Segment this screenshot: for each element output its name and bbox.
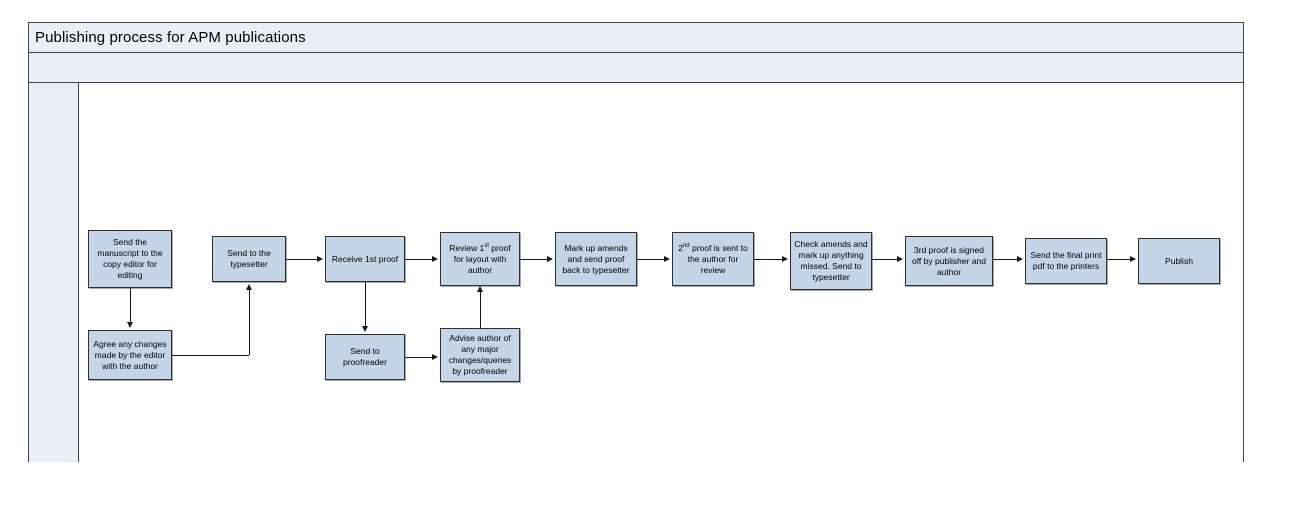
process-node-send-to-typesetter[interactable]: Send to the typesetter (212, 236, 286, 282)
process-node-publish[interactable]: Publish (1138, 238, 1220, 284)
connector-n6-n7 (480, 292, 481, 328)
process-node-review-first-proof[interactable]: Review 1st proof for layout with author (440, 232, 520, 286)
process-node-label: Send to proofreader (343, 346, 387, 367)
process-node-send-final-pdf[interactable]: Send the final print pdf to the printers (1025, 238, 1107, 284)
process-node-label: Review 1st proof for layout with author (444, 243, 516, 276)
arrowhead-n4-n5 (361, 326, 368, 332)
process-node-label: 2nd proof is sent to the author for revi… (676, 243, 750, 276)
process-node-label: Publish (1165, 255, 1193, 266)
arrowhead-n5-n6 (432, 353, 438, 360)
connector-n4-n7 (405, 259, 432, 260)
arrowhead-n12-n13 (1130, 255, 1136, 262)
ordinal-suffix: st (484, 242, 489, 249)
connector-n5-n6 (405, 357, 432, 358)
arrowhead-n10-n11 (897, 255, 903, 262)
arrowhead-n1-n2 (126, 322, 133, 328)
process-node-check-amends[interactable]: Check amends and mark up anything missed… (790, 232, 872, 290)
process-node-label: Receive 1st proof (331, 253, 399, 264)
arrowhead-n2-n3 (245, 284, 252, 290)
connector-n3-n4 (286, 259, 317, 260)
process-node-second-proof-to-author[interactable]: 2nd proof is sent to the author for revi… (672, 232, 754, 286)
process-node-third-proof-signed-off[interactable]: 3rd proof is signed off by publisher and… (905, 236, 993, 286)
process-node-agree-changes[interactable]: Agree any changes made by the editor wit… (88, 330, 172, 380)
pool-subheader-row (29, 53, 1243, 83)
connector-n1-n2 (130, 288, 131, 322)
arrowhead-n6-n7 (476, 286, 483, 292)
ordinal-suffix: nd (682, 242, 690, 249)
process-node-label: Mark up amends and send proof back to ty… (562, 242, 630, 275)
connector-n11-n12 (993, 259, 1017, 260)
connector-n4-n5 (365, 282, 366, 326)
process-node-label-pre: Review 1 (449, 242, 485, 253)
arrowhead-n3-n4 (317, 255, 323, 262)
process-node-advise-author[interactable]: Advise author of any major changes/queri… (440, 328, 520, 382)
arrowhead-n8-n9 (664, 255, 670, 262)
connector-n7-n8 (520, 259, 547, 260)
pool-title-bar: Publishing process for APM publications (29, 23, 1243, 53)
process-node-send-manuscript[interactable]: Send the manuscript to the copy editor f… (88, 230, 172, 288)
process-node-label-post: proof for layout with author (453, 242, 511, 275)
process-node-label: 3rd proof is signed off by publisher and… (911, 244, 987, 277)
arrowhead-n4-n7 (432, 255, 438, 262)
process-node-label: Advise author of any major changes/queri… (448, 333, 512, 376)
connector-n2-n3-vertical (249, 290, 250, 355)
process-node-label: Send the manuscript to the copy editor f… (97, 237, 163, 280)
process-node-receive-first-proof[interactable]: Receive 1st proof (325, 236, 405, 282)
process-node-label: Send the final print pdf to the printers (1030, 250, 1102, 271)
arrowhead-n11-n12 (1017, 255, 1023, 262)
connector-n10-n11 (872, 259, 897, 260)
process-node-label-pre: 2 (678, 242, 683, 253)
arrowhead-n7-n8 (547, 255, 553, 262)
connector-n2-n3-horizontal (172, 355, 249, 356)
process-node-send-to-proofreader[interactable]: Send to proofreader (325, 334, 405, 380)
process-node-mark-up-amends[interactable]: Mark up amends and send proof back to ty… (555, 232, 637, 286)
process-node-label-post: proof is sent to the author for review (687, 242, 748, 275)
arrowhead-n9-n10 (782, 255, 788, 262)
process-node-label: Check amends and mark up anything missed… (794, 239, 868, 282)
process-node-label: Agree any changes made by the editor wit… (93, 338, 167, 371)
process-node-label: Send to the typesetter (227, 248, 271, 269)
connector-n8-n9 (637, 259, 664, 260)
connector-n9-n10 (754, 259, 782, 260)
connector-n12-n13 (1107, 259, 1130, 260)
page-title: Publishing process for APM publications (35, 29, 306, 46)
lane-header-column (29, 83, 79, 462)
